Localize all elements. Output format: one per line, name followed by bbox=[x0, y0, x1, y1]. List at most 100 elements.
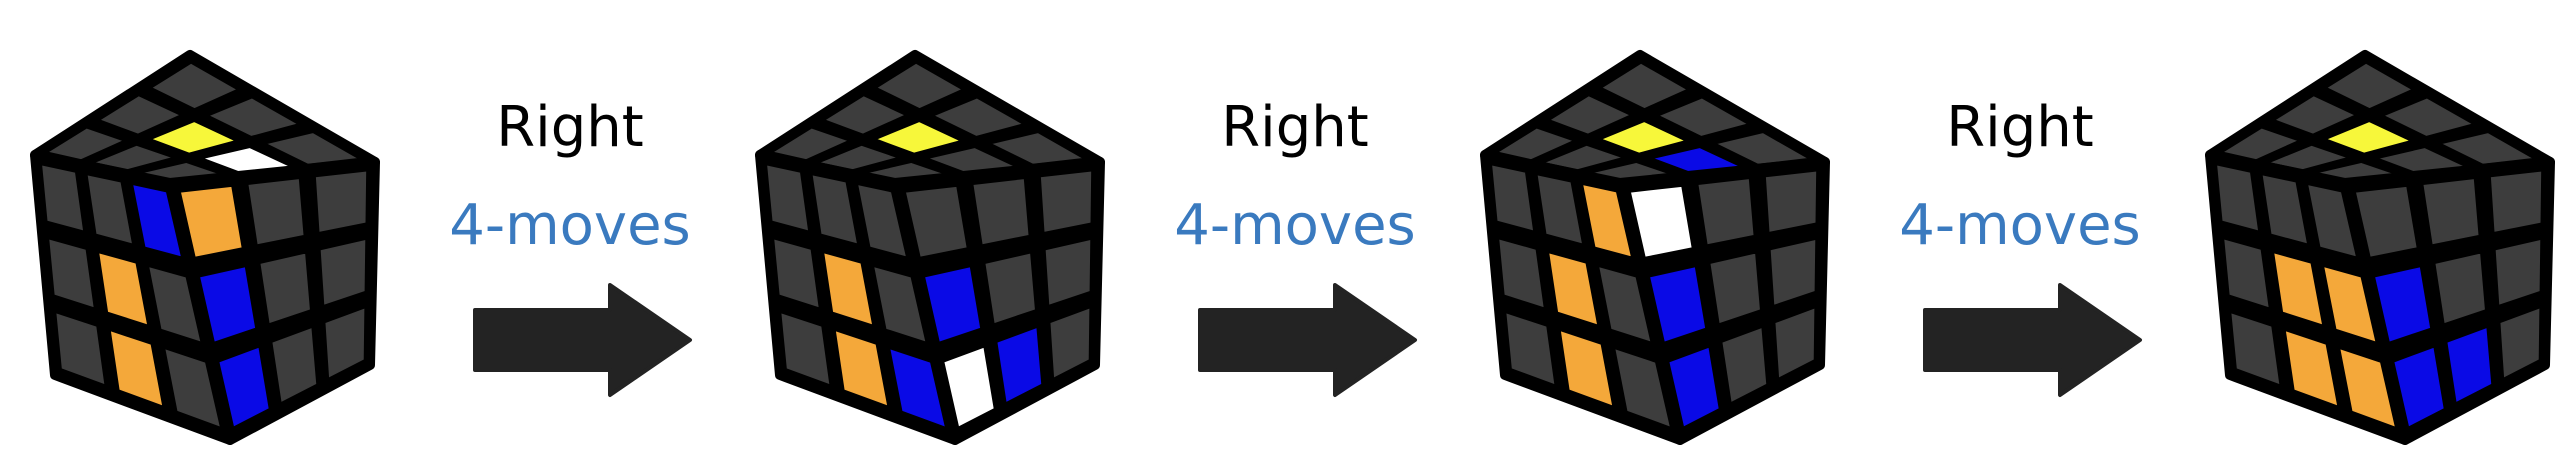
front-sticker-dark bbox=[771, 236, 822, 311]
right-sticker-dark bbox=[317, 236, 369, 309]
top-sticker-dark bbox=[929, 95, 1027, 139]
top-sticker-dark bbox=[148, 60, 241, 112]
right-sticker-dark bbox=[1772, 305, 1818, 382]
right-sticker-blue bbox=[1666, 344, 1722, 430]
front-sticker-dark bbox=[84, 172, 136, 247]
front-sticker-orange bbox=[2271, 249, 2326, 328]
top-sticker-yellow bbox=[872, 119, 965, 156]
right-sticker-dark bbox=[970, 176, 1032, 248]
right-sticker-dark bbox=[1047, 305, 1093, 382]
right-sticker-orange bbox=[177, 183, 245, 260]
right-sticker-dark bbox=[245, 176, 307, 248]
right-sticker-white bbox=[1627, 183, 1695, 260]
front-sticker-dark bbox=[2214, 162, 2262, 234]
top-sticker-yellow bbox=[147, 119, 240, 156]
step-3-move-count: 4-moves bbox=[1899, 193, 2141, 258]
cube-state-2 bbox=[755, 50, 1105, 445]
front-sticker-dark bbox=[764, 162, 812, 234]
right-sticker-dark bbox=[2492, 236, 2544, 309]
top-sticker-dark bbox=[204, 95, 302, 139]
right-sticker-dark bbox=[1695, 176, 1757, 248]
step-1: Right 4-moves bbox=[440, 70, 700, 400]
front-sticker-dark bbox=[809, 172, 861, 247]
right-sticker-dark bbox=[982, 250, 1038, 327]
top-sticker-dark bbox=[2323, 60, 2416, 112]
right-sticker-dark bbox=[1719, 324, 1770, 406]
step-3-move-name: Right bbox=[1946, 95, 2094, 160]
right-sticker-white bbox=[941, 344, 997, 430]
front-sticker-dark bbox=[162, 345, 224, 431]
front-sticker-dark bbox=[1612, 345, 1674, 431]
right-arrow-icon bbox=[473, 283, 692, 397]
front-sticker-blue bbox=[887, 345, 949, 431]
front-sticker-dark bbox=[2221, 236, 2272, 311]
top-sticker-yellow bbox=[2322, 119, 2415, 156]
front-sticker-dark bbox=[1534, 172, 1586, 247]
right-sticker-dark bbox=[902, 183, 970, 260]
right-sticker-blue bbox=[2391, 344, 2447, 430]
right-sticker-dark bbox=[2420, 176, 2482, 248]
front-sticker-dark bbox=[39, 162, 87, 234]
front-sticker-dark bbox=[1595, 263, 1654, 345]
right-sticker-dark bbox=[2432, 250, 2488, 327]
right-sticker-dark bbox=[1042, 236, 1094, 309]
front-sticker-dark bbox=[1489, 162, 1537, 234]
front-sticker-dark bbox=[145, 263, 204, 345]
front-sticker-orange bbox=[821, 249, 876, 328]
right-sticker-blue bbox=[216, 344, 272, 430]
right-arrow-icon bbox=[1198, 283, 1417, 397]
right-arrow-icon bbox=[1923, 283, 2142, 397]
right-sticker-dark bbox=[1707, 250, 1763, 327]
top-sticker-dark bbox=[1546, 93, 1635, 137]
front-sticker-dark bbox=[2228, 309, 2283, 388]
right-sticker-dark bbox=[2497, 305, 2543, 382]
front-sticker-orange bbox=[1557, 327, 1616, 409]
right-sticker-dark bbox=[1767, 236, 1819, 309]
step-2: Right 4-moves bbox=[1165, 70, 1425, 400]
front-sticker-orange bbox=[2282, 327, 2341, 409]
front-sticker-orange bbox=[107, 327, 166, 409]
front-sticker-orange bbox=[832, 327, 891, 409]
right-sticker-dark bbox=[269, 324, 320, 406]
top-sticker-dark bbox=[873, 60, 966, 112]
right-sticker-blue bbox=[1646, 264, 1709, 345]
front-sticker-orange bbox=[2337, 345, 2399, 431]
right-sticker-dark bbox=[2352, 183, 2420, 260]
cube-state-3 bbox=[1480, 50, 1830, 445]
right-sticker-blue bbox=[921, 264, 984, 345]
front-sticker-orange bbox=[2320, 263, 2379, 345]
top-sticker-dark bbox=[1598, 60, 1691, 112]
front-sticker-dark bbox=[1496, 236, 1547, 311]
top-sticker-dark bbox=[2379, 95, 2477, 139]
step-3: Right 4-moves bbox=[1890, 70, 2150, 400]
front-sticker-dark bbox=[46, 236, 97, 311]
right-sticker-blue bbox=[2444, 324, 2495, 406]
top-sticker-dark bbox=[96, 93, 185, 137]
cube-state-1 bbox=[30, 50, 380, 445]
top-sticker-dark bbox=[2271, 93, 2360, 137]
front-sticker-dark bbox=[53, 309, 108, 388]
front-sticker-dark bbox=[2259, 172, 2311, 247]
top-sticker-yellow bbox=[1597, 119, 1690, 156]
right-sticker-dark bbox=[2487, 168, 2545, 236]
step-1-move-count: 4-moves bbox=[449, 193, 691, 258]
cube-state-4 bbox=[2205, 50, 2555, 445]
right-sticker-dark bbox=[257, 250, 313, 327]
right-sticker-dark bbox=[312, 168, 370, 236]
right-sticker-dark bbox=[322, 305, 368, 382]
step-2-move-name: Right bbox=[1221, 95, 1369, 160]
front-sticker-orange bbox=[1546, 249, 1601, 328]
front-sticker-dark bbox=[778, 309, 833, 388]
front-sticker-dark bbox=[1503, 309, 1558, 388]
top-sticker-dark bbox=[1654, 95, 1752, 139]
right-sticker-blue bbox=[196, 264, 259, 345]
right-sticker-blue bbox=[2371, 264, 2434, 345]
front-sticker-orange bbox=[96, 249, 151, 328]
step-1-move-name: Right bbox=[496, 95, 644, 160]
right-sticker-dark bbox=[1762, 168, 1820, 236]
step-2-move-count: 4-moves bbox=[1174, 193, 1416, 258]
top-sticker-dark bbox=[821, 93, 910, 137]
right-sticker-dark bbox=[1037, 168, 1095, 236]
front-sticker-dark bbox=[870, 263, 929, 345]
